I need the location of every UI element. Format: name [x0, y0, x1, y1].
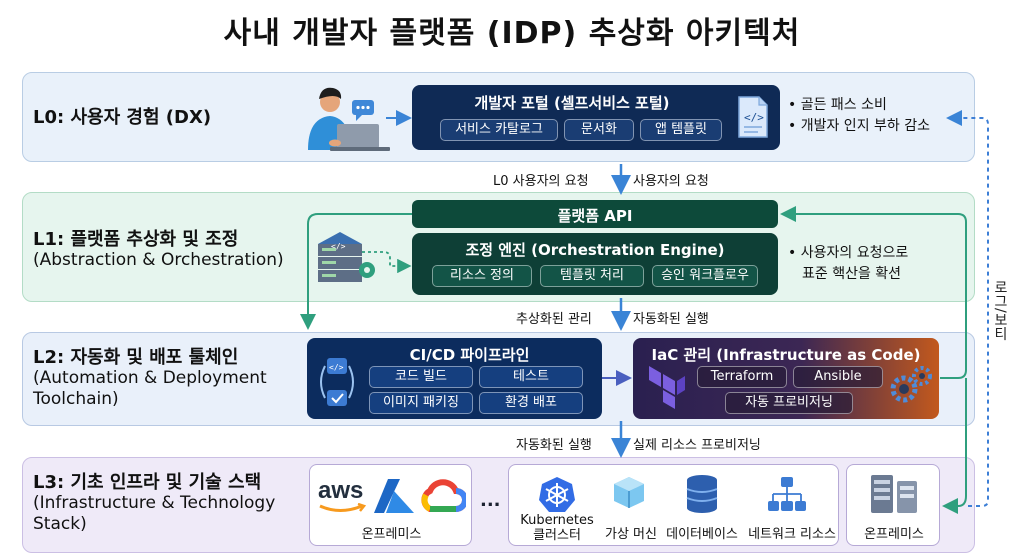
cloud-providers-box: aws 온프레미스: [309, 464, 472, 546]
l0-bullets: 골든 패스 소비 개발자 인지 부하 감소: [788, 95, 930, 137]
network-label: 네트워크 리소스: [748, 527, 836, 542]
document-code-icon: </>: [738, 96, 768, 138]
azure-logo-icon: [374, 479, 414, 513]
chip-app-template[interactable]: 앱 템플릿: [640, 119, 722, 141]
developer-portal-title: 개발자 포털 (셀프서비스 포털): [474, 94, 670, 112]
flow-label-l2-right: 실제 리소스 프로비저닝: [633, 438, 761, 453]
aws-logo-icon: aws: [318, 477, 364, 504]
page-title: 사내 개발자 플랫폼 (IDP) 추상화 아키텍처: [223, 16, 801, 51]
iac-management-title: IaC 관리 (Infrastructure as Code): [651, 346, 921, 364]
cicd-pipeline-box: CI/CD 파이프라인 코드 빌드 테스트 이미지 패키징 환경 배포 </>: [307, 338, 602, 419]
chip-code-build[interactable]: 코드 빌드: [369, 366, 473, 388]
iac-management-box: IaC 관리 (Infrastructure as Code) Terrafor…: [633, 338, 939, 419]
orchestration-engine-title: 조정 엔진 (Orchestration Engine): [465, 241, 725, 259]
chip-template-processing[interactable]: 템플릿 처리: [540, 265, 644, 287]
pipeline-loop-icon: </>: [320, 358, 354, 406]
flow-label-l1-right: 자동화된 실행: [633, 312, 709, 327]
virtual-machine-label: 가상 머신: [605, 527, 657, 542]
flow-label-l2-left: 자동화된 실행: [516, 438, 592, 453]
gears-icon: [890, 366, 932, 403]
svg-text:</>: </>: [744, 111, 764, 124]
network-icon: [768, 477, 806, 511]
flow-label-l0-right: 사용자의 요청: [633, 174, 709, 189]
layer-l1-label: L1: 플랫폼 추상화 및 조정 (Abstraction & Orchestr…: [33, 229, 284, 270]
cicd-pipeline-title: CI/CD 파이프라인: [409, 346, 530, 364]
chip-env-deploy[interactable]: 환경 배포: [479, 392, 583, 414]
chip-resource-definition[interactable]: 리소스 정의: [432, 265, 532, 287]
svg-text:</>: </>: [329, 363, 344, 372]
ellipsis: ...: [480, 490, 501, 511]
chip-terraform[interactable]: Terraform: [697, 366, 787, 388]
layer-l2-label: L2: 자동화 및 배포 툴체인 (Automation & Deploymen…: [33, 347, 267, 409]
developer-portal-box: 개발자 포털 (셀프서비스 포털) 서비스 카탈로그 문서화 앱 템플릿 </>: [412, 85, 780, 150]
log-monitor-label: 로그/보티: [992, 280, 1008, 341]
virtual-machine-icon: [614, 477, 644, 508]
chip-approval-workflow[interactable]: 승인 워크플로우: [652, 265, 758, 287]
platform-api-title: 플랫폼 API: [557, 207, 633, 225]
chip-service-catalog[interactable]: 서비스 카탈로그: [440, 119, 558, 141]
aws-smile-icon: [319, 503, 367, 512]
layer-l3-label: L3: 기초 인프라 및 기술 스택 (Infrastructure & Tec…: [33, 472, 276, 534]
platform-api-box: 플랫폼 API: [412, 200, 778, 228]
terraform-logo-icon: [649, 366, 685, 409]
onprem-box: 온프레미스: [846, 464, 940, 546]
chip-documentation[interactable]: 문서화: [564, 119, 634, 141]
infra-services-box: Kubernetes 클러스터 가상 머신 데이터베이스 네트워크 리소스: [508, 464, 839, 546]
kubernetes-icon: [539, 477, 575, 512]
server-rack-icon: [871, 475, 917, 513]
layer-l0-label: L0: 사용자 경험 (DX): [33, 107, 212, 128]
onprem-label: 온프레미스: [864, 527, 924, 542]
l1-bullets: 사용자의 요청으로 표준 핵산을 확션: [788, 243, 909, 285]
chip-ansible[interactable]: Ansible: [793, 366, 883, 388]
chip-test[interactable]: 테스트: [479, 366, 583, 388]
chip-image-packaging[interactable]: 이미지 패키징: [369, 392, 473, 414]
database-label: 데이터베이스: [666, 527, 738, 542]
flow-label-l1-left: 추상화된 관리: [516, 312, 592, 327]
database-icon: [686, 475, 718, 513]
flow-label-l0-left: L0 사용자의 요청: [493, 174, 589, 189]
google-cloud-logo-icon: [421, 479, 466, 512]
kubernetes-label: Kubernetes 클러스터: [520, 513, 594, 543]
orchestration-engine-box: 조정 엔진 (Orchestration Engine) 리소스 정의 템플릿 …: [412, 233, 778, 295]
chip-auto-provisioning[interactable]: 자동 프로비저닝: [725, 392, 853, 414]
cloud-onprem-label: 온프레미스: [361, 527, 422, 542]
